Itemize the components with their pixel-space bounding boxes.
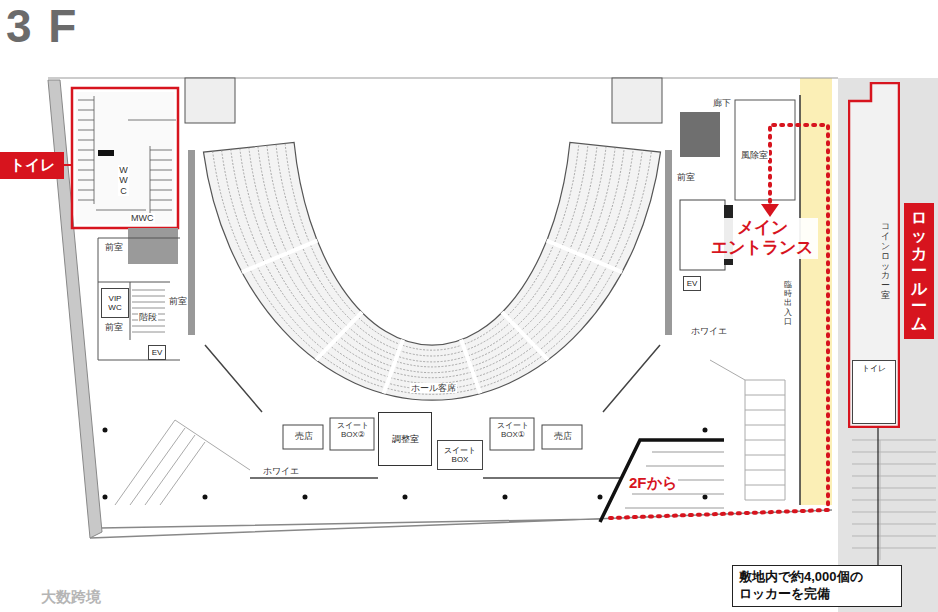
- watermark: 大数跨境: [40, 588, 102, 605]
- room-label: ホール客席: [410, 383, 457, 393]
- floor-title: 3 F: [6, 0, 78, 53]
- room-label: ホワイエ: [262, 466, 300, 476]
- stair-from-2f-outline: [600, 440, 724, 522]
- room-label: MWC: [130, 213, 155, 223]
- seat-rows: [213, 144, 652, 395]
- room-label: 前室: [676, 172, 696, 182]
- stair-from-2f-hatch: [625, 452, 724, 508]
- room-label: WWC: [118, 165, 129, 196]
- area-name: 敷地内で約4,000個の ロッカーを完備: [739, 569, 895, 603]
- area-name: EV: [152, 348, 163, 357]
- room-box: スイートBOX: [437, 440, 483, 470]
- site-ground: [838, 78, 938, 612]
- room-label: 前室: [104, 242, 124, 252]
- hall-wall: [665, 150, 672, 335]
- kiosk: [542, 425, 582, 449]
- room-label: スイートBOX①: [495, 421, 531, 439]
- elevator-box: EV: [683, 276, 701, 291]
- elevator-box: EV: [148, 345, 166, 360]
- hall-wall: [188, 150, 195, 335]
- area-name: スイートBOX: [438, 446, 482, 464]
- toilet-floor: [76, 92, 174, 224]
- entrance-label: メイン エントランス: [706, 218, 818, 259]
- area-name: ロッカールーム: [911, 209, 927, 332]
- room-label: 売店: [294, 431, 314, 441]
- room-label: 廊下: [712, 98, 732, 108]
- leader-line: [877, 428, 878, 565]
- stair-lines: [852, 440, 936, 560]
- toilet-stalls: [78, 96, 176, 214]
- area-name: トイレ: [862, 364, 886, 373]
- toilet-leader: [64, 164, 72, 166]
- room-label: 売店: [553, 431, 573, 441]
- room-box: VIP WC: [101, 288, 129, 318]
- top-room: [185, 78, 235, 123]
- route-dotted: [610, 125, 828, 518]
- room-label: 臨時出入口: [783, 280, 793, 326]
- room-box: 調整室: [378, 412, 432, 466]
- route-label: 2Fから: [628, 474, 678, 492]
- stairs: [132, 290, 165, 332]
- area-name: VIP WC: [102, 294, 128, 312]
- room-label: 風除室: [740, 150, 769, 160]
- area-label: ロッカールーム: [904, 203, 934, 339]
- facade-wall: [799, 95, 801, 505]
- escalator: [710, 360, 785, 500]
- top-room: [612, 78, 662, 123]
- locker-room: コインロッカー室トイレ: [848, 82, 900, 428]
- top-edge: [48, 78, 838, 79]
- room-label: 前室: [168, 296, 188, 306]
- core-block: [680, 112, 720, 157]
- toilet-wall: [98, 150, 114, 156]
- area-name: 調整室: [392, 434, 419, 444]
- seating-block: [204, 143, 661, 401]
- suite-box: [330, 418, 374, 450]
- callout-box: 敷地内で約4,000個の ロッカーを完備: [732, 565, 902, 607]
- room-label: スイートBOX②: [335, 421, 371, 439]
- area-label: トイレ: [0, 152, 64, 179]
- wind-lobby: [735, 100, 795, 200]
- locker-outline-shape: [849, 83, 899, 427]
- suite-box: [490, 418, 534, 450]
- kiosk: [283, 425, 323, 449]
- core-block: [128, 228, 178, 264]
- room-label: 前室: [104, 322, 124, 332]
- hall-rear-wall: [205, 345, 660, 478]
- room-box: トイレ: [852, 360, 896, 424]
- area-name: トイレ: [10, 156, 55, 175]
- room-label: 階段: [138, 312, 158, 322]
- area-name: EV: [687, 279, 698, 288]
- toilet-outline: [72, 88, 178, 228]
- route-arrowhead: [761, 204, 779, 217]
- area-name: コインロッカー室: [881, 222, 890, 301]
- escalator: [115, 420, 250, 505]
- room-label: ホワイエ: [690, 326, 728, 336]
- aisles: [242, 241, 622, 394]
